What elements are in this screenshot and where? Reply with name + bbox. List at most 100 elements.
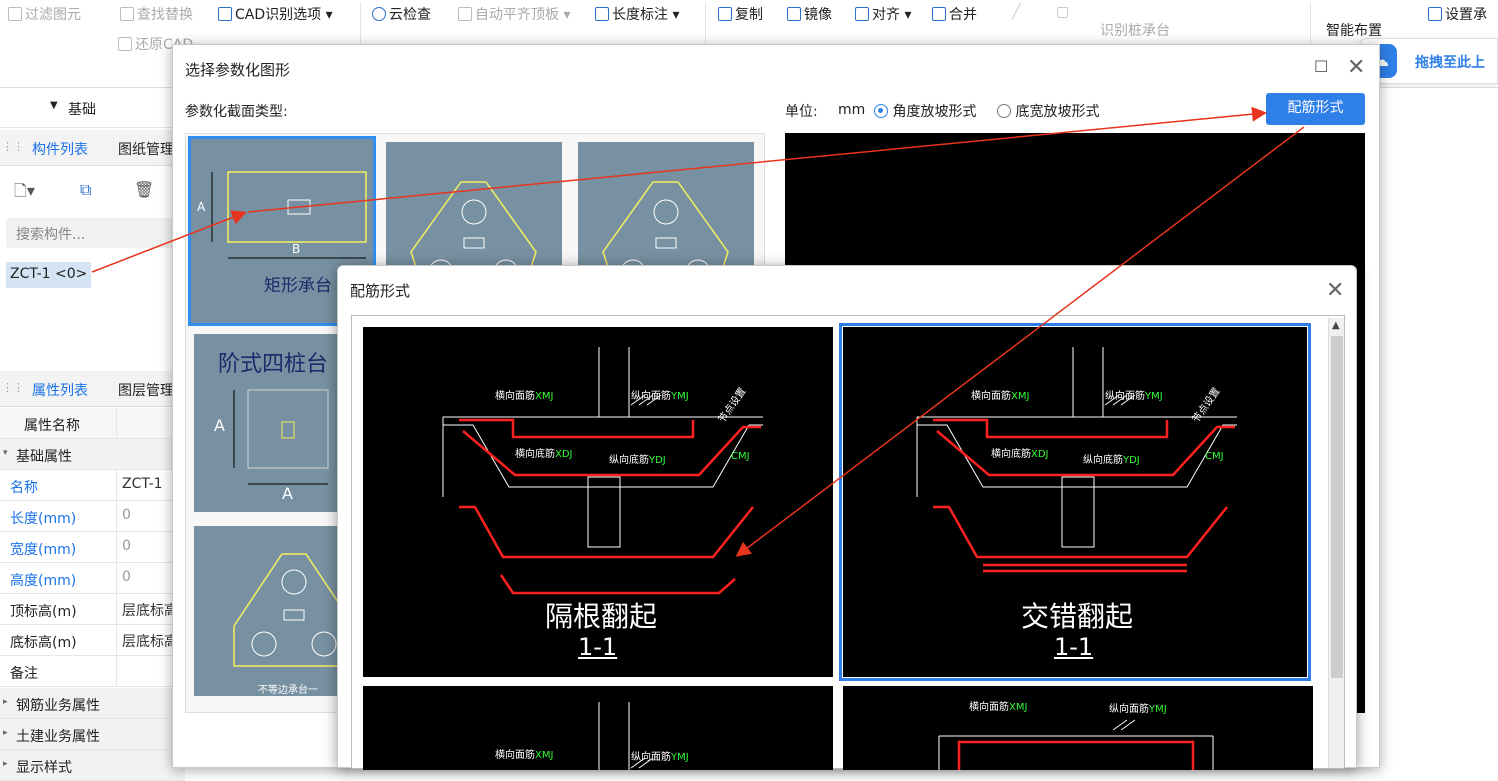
align-icon [855,7,869,21]
auto-align-top-button[interactable]: 自动平齐顶板 ▾ [458,4,570,24]
radio-angle-slope[interactable]: 角度放坡形式 [874,101,976,121]
stepped-four-pile-diagram [233,389,329,485]
option-caption: 隔根翻起 [545,600,658,633]
copy-icon [718,7,732,21]
property-name: 长度(mm) [10,511,77,527]
rebar-option-every-other[interactable]: 横向面筋XMJ 纵向面筋YMJ 横向底筋XDJ 纵向底筋YDJ CMJ 节点设置… [363,327,833,677]
close-icon[interactable]: ✕ [1326,278,1345,303]
expand-icon: ▸ [3,728,8,738]
radio-unchecked-icon [997,104,1011,118]
merge-button[interactable]: 合并 [932,4,977,24]
tab-drawing-management[interactable]: 图纸管理 [118,142,174,158]
property-value-input[interactable] [116,656,185,687]
rebar-section-diagram [598,702,654,770]
align-top-icon [458,7,472,21]
tab-component-list[interactable]: 构件列表 [32,142,88,158]
property-group-basic[interactable]: ▾ 基础属性 [0,439,185,470]
dialog-title: 选择参数化图形 [185,61,291,79]
rebar-form-button[interactable]: 配筋形式 [1266,93,1365,125]
property-value-input[interactable]: 0 [116,532,185,563]
property-group-civil[interactable]: ▸ 土建业务属性 [0,719,185,750]
property-row: 高度(mm)0 [0,563,185,594]
filter-dropdown[interactable]: 基础 [68,102,96,118]
rebar-option-3[interactable]: 横向面筋XMJ 纵向面筋YMJ [363,686,833,770]
merge-icon [932,7,946,21]
scrollbar-thumb[interactable] [1331,336,1343,678]
copy-button[interactable]: 复制 [718,4,763,24]
property-value-input[interactable]: ZCT-1 [116,470,185,501]
filter-elements-button[interactable]: 过滤图元 [8,4,81,24]
restore-icon [118,37,132,51]
rebar-option-staggered[interactable]: 横向面筋XMJ 纵向面筋YMJ 横向底筋XDJ 纵向底筋YDJ CMJ 节点设置… [839,323,1311,681]
property-value-input[interactable]: 层底标高 [116,594,185,625]
section-label: 1-1 [1054,633,1094,661]
vertical-scrollbar[interactable]: ▲ [1328,318,1344,768]
new-component-icon[interactable]: 🗋▾ [14,181,35,200]
property-group-rebar[interactable]: ▸ 钢筋业务属性 [0,688,185,719]
rebar-section-diagram [916,347,1237,573]
copy-component-icon[interactable]: ⧉ [80,180,92,199]
expand-icon: ▸ [3,759,8,769]
delete-component-icon[interactable]: 🗑 [134,180,155,199]
filter-bar: ▼ 基础 [0,88,185,128]
cad-recognition-options-button[interactable]: CAD识别选项 ▾ [218,4,333,24]
filter-icon [8,7,22,21]
maximize-icon[interactable]: ☐ [1314,57,1329,76]
property-row: 底标高(m) 层底标高 [0,625,185,656]
length-dimension-button[interactable]: 长度标注 ▾ [595,4,679,24]
mirror-icon [787,7,801,21]
mirror-button[interactable]: 镜像 [787,4,832,24]
search-icon [120,7,134,21]
component-tabs: ⋮⋮ 构件列表 图纸管理 [0,130,185,166]
property-row: 名称 ZCT-1 [0,470,185,501]
option-caption: 交错翻起 [1021,600,1134,633]
property-name: 宽度(mm) [10,542,77,558]
close-icon[interactable]: ✕ [1347,55,1366,80]
property-value-input[interactable]: 0 [116,501,185,532]
tab-layer-management[interactable]: 图层管理 [118,383,174,399]
collapse-icon: ▾ [3,448,8,458]
component-search-input[interactable]: 搜索构件... [6,218,181,248]
recognize-pile-cap-button[interactable]: 识别桩承台 [1100,23,1170,39]
property-row: 长度(mm) 0 [0,501,185,532]
expand-icon: ▸ [3,697,8,707]
property-name: 名称 [10,480,38,496]
find-replace-button[interactable]: 查找替换 [120,4,193,24]
dialog-title: 配筋形式 [350,282,411,300]
rect-cap-diagram [211,171,367,259]
rect-tool-icon[interactable]: ▢ [1056,4,1070,20]
shape-tile-rect-cap[interactable]: A B 矩形承台 [188,136,376,326]
drag-handle-icon[interactable]: ⋮⋮ [2,381,24,394]
settings-icon [1428,7,1442,21]
property-value-input[interactable]: 层底标高 [116,625,185,656]
cloud-check-button[interactable]: 云检查 [372,4,431,24]
property-name: 顶标高(m) [10,604,77,620]
property-name: 底标高(m) [10,635,77,651]
rebar-section-diagram [442,347,763,595]
smart-layout-button[interactable]: 智能布置 [1326,23,1382,39]
cloud-check-icon [372,7,386,21]
property-tabs: ⋮⋮ 属性列表 图层管理 [0,371,185,407]
rebar-option-list: ▲ 横向面筋XMJ [351,315,1345,770]
component-item-zct1[interactable]: ZCT-1 <0> [6,262,92,288]
property-row: 顶标高(m) 层底标高 [0,594,185,625]
align-button[interactable]: 对齐 ▾ [855,4,911,24]
unit-label: 单位: [785,104,818,120]
radio-bottom-width-slope[interactable]: 底宽放坡形式 [997,101,1099,121]
property-value-input[interactable]: 0 [116,563,185,594]
drag-handle-icon[interactable]: ⋮⋮ [2,140,24,153]
property-row: 宽度(mm) 0 [0,532,185,563]
property-header: 属性名称 [0,408,185,439]
ruler-icon [595,7,609,21]
chevron-down-icon: ▼ [50,100,58,111]
rebar-option-4[interactable]: 横向面筋XMJ 纵向面筋YMJ [843,686,1313,770]
section-label: 1-1 [578,633,618,661]
left-panel: ▼ 基础 ⋮⋮ 构件列表 图纸管理 🗋▾ ⧉ 🗑 搜索构件... ZCT-1 <… [0,88,185,781]
line-tool-icon[interactable]: ╱ [1012,4,1021,20]
scroll-up-icon[interactable]: ▲ [1332,320,1340,331]
tile-caption: 矩形承台 [264,276,332,296]
section-type-label: 参数化截面类型: [185,104,288,120]
tab-property-list[interactable]: 属性列表 [32,383,88,399]
set-cap-button[interactable]: 设置承 [1428,4,1487,24]
